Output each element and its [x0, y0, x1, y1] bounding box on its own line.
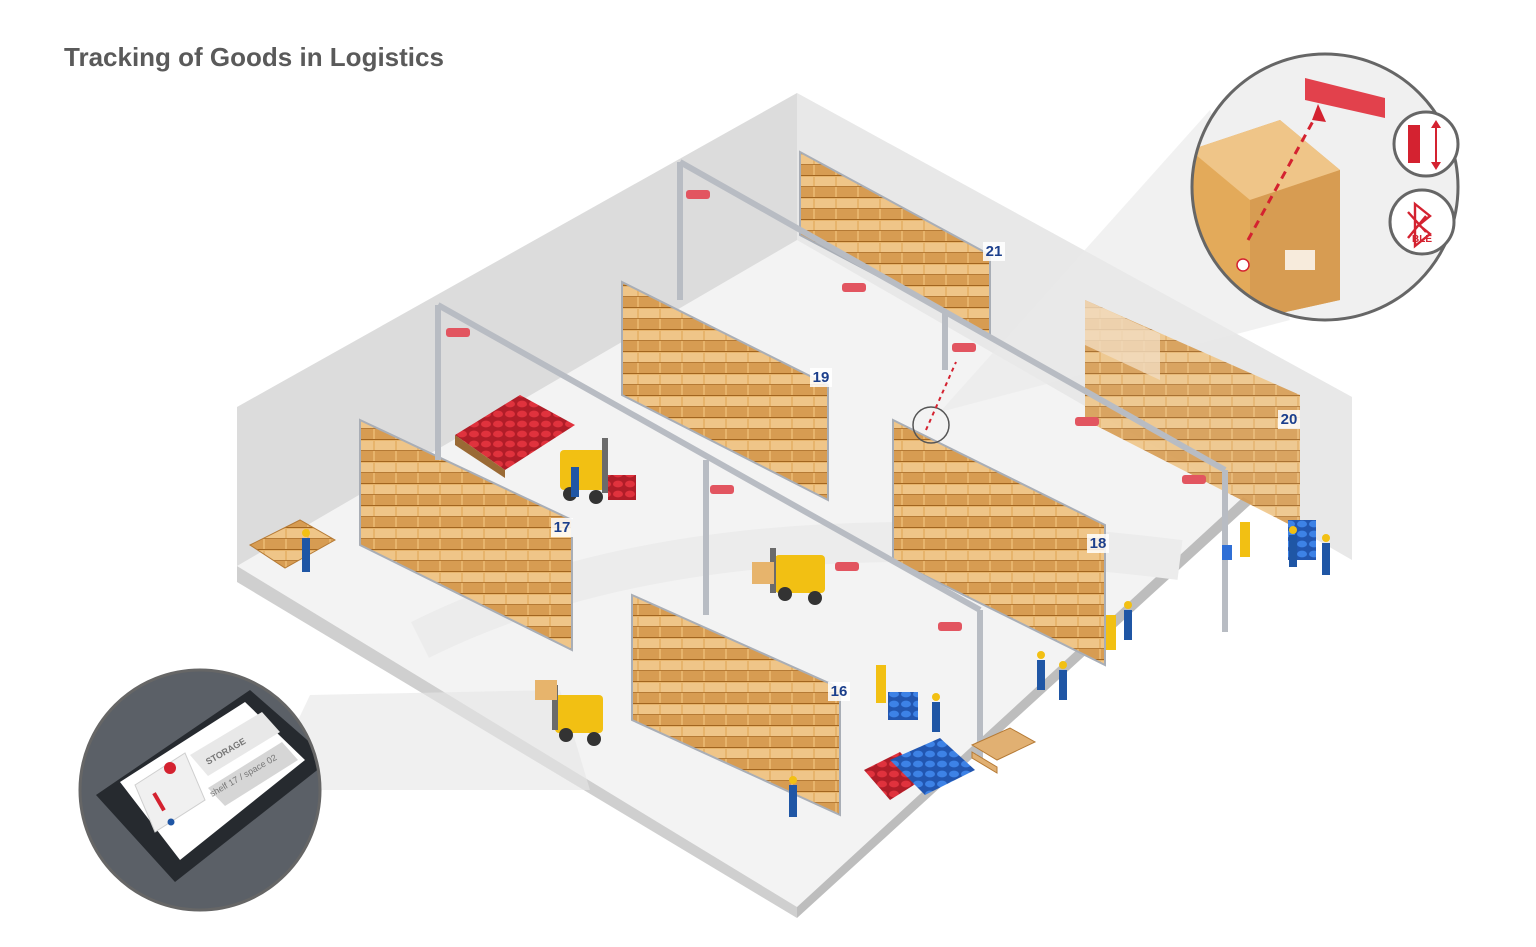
worker-icon — [302, 529, 310, 572]
tracked-box-marker — [912, 406, 950, 444]
shelf-label-18: 18 — [1090, 535, 1107, 552]
reader-icon — [686, 190, 710, 199]
reader-gantry-front — [435, 302, 983, 760]
pallets — [248, 519, 1037, 774]
forklift-3 — [535, 680, 603, 746]
shelf-label-bg — [983, 242, 1005, 261]
shelf-label-bg — [1278, 410, 1300, 429]
barrels-blue — [888, 520, 1316, 795]
shelf-label-bg — [1087, 534, 1109, 553]
shelf-label-17: 17 — [554, 519, 571, 536]
shelf-label-16: 16 — [831, 683, 848, 700]
page-title: Tracking of Goods in Logistics — [64, 42, 444, 72]
ble-tag-icon — [1236, 258, 1250, 272]
pin-icon — [152, 762, 176, 826]
tablet-circle: STORAGE shelf 17 / space 02 — [78, 668, 322, 912]
shelf-labels: 16 17 18 19 20 21 — [551, 242, 1300, 701]
tablet-beam — [265, 690, 590, 790]
shelf-label-20: 20 — [1281, 411, 1298, 428]
shelf-label-bg — [828, 682, 850, 701]
forklift-2 — [752, 548, 825, 605]
rack-shelf-18 — [892, 418, 1106, 667]
workers — [302, 458, 1330, 817]
rack-shelf-19 — [621, 280, 829, 502]
rack-shelf-20 — [1085, 300, 1300, 530]
rack-shelf-17 — [359, 418, 573, 652]
shelf-label-19: 19 — [813, 369, 830, 386]
pallet-jacks — [876, 522, 1250, 703]
reader-icon — [1305, 78, 1385, 118]
rfid-badge — [1392, 110, 1460, 178]
zoom-detail-circle — [1190, 52, 1460, 322]
bluetooth-icon — [1407, 201, 1432, 249]
ruler-distance-icon — [1408, 120, 1441, 170]
rack-shelf-16 — [631, 593, 841, 817]
ble-label: BLE — [1412, 234, 1432, 245]
shelf-label-bg — [551, 518, 573, 537]
shelf-label-bg — [810, 368, 832, 387]
rfid-readers — [446, 190, 1206, 631]
shelf-label-21: 21 — [986, 243, 1003, 260]
ble-badge: BLE — [1388, 188, 1456, 256]
